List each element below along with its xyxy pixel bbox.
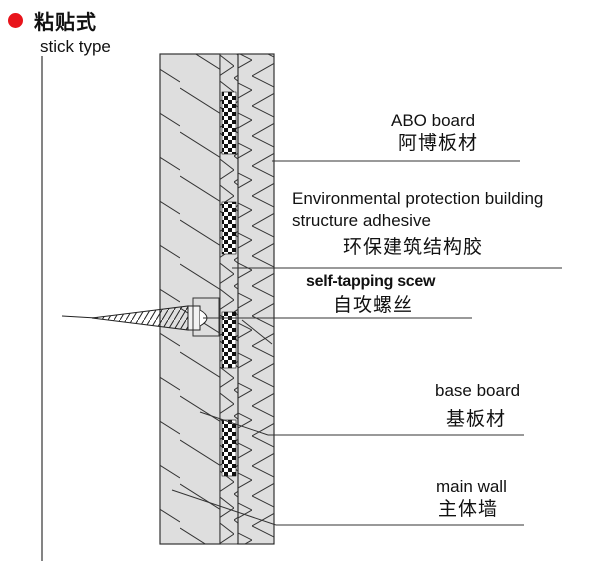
adhesive-dot-3 xyxy=(221,311,237,369)
label-screw-zh: 自攻螺丝 xyxy=(333,294,414,316)
adhesive-dots xyxy=(221,91,237,477)
label-wall-en: main wall xyxy=(436,477,507,496)
label-base-zh: 基板材 xyxy=(446,408,507,430)
label-wall-zh: 主体墙 xyxy=(438,498,499,520)
label-adhesive-en-1: Environmental protection building xyxy=(292,189,544,208)
adhesive-dot-1 xyxy=(221,91,237,155)
label-screw-en: self-tapping scew xyxy=(306,273,436,290)
section-heading: 粘贴式 xyxy=(8,6,97,35)
label-adhesive-zh: 环保建筑结构胶 xyxy=(343,236,484,258)
main-wall-layer xyxy=(159,53,221,545)
subtitle-stick-type: stick type xyxy=(40,37,111,56)
adhesive-dot-4 xyxy=(221,419,237,477)
label-base-en: base board xyxy=(435,381,521,400)
label-abo-en: ABO board xyxy=(391,111,476,130)
abo-board-layer xyxy=(237,53,275,545)
label-abo-zh: 阿博板材 xyxy=(398,132,479,154)
label-adhesive-en-2: structure adhesive xyxy=(292,211,431,230)
adhesive-dot-2 xyxy=(221,201,237,255)
heading-title: 粘贴式 xyxy=(34,10,97,34)
red-bullet-icon xyxy=(8,13,23,28)
leader-lines xyxy=(171,160,562,526)
